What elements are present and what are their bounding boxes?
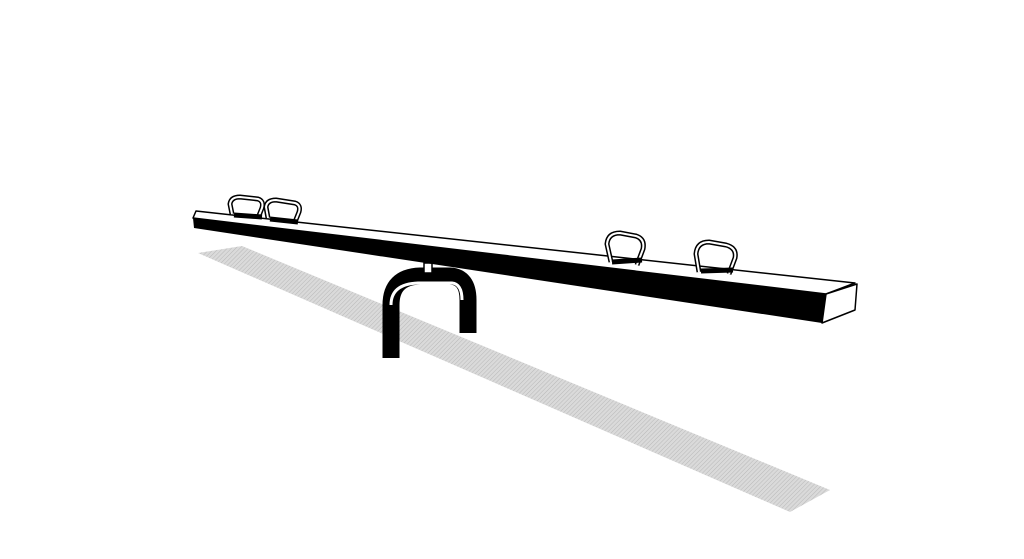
handle-left-1 — [227, 194, 265, 220]
handle-left-2 — [263, 197, 302, 225]
handle-right-1 — [604, 230, 646, 266]
beam-end-face — [821, 283, 858, 324]
handles — [227, 194, 738, 275]
handle-right-2 — [693, 239, 738, 275]
pivot-bolt — [423, 262, 433, 274]
seesaw-shadow — [198, 246, 830, 512]
beam-front-face — [193, 218, 826, 323]
seesaw-base — [382, 267, 477, 358]
